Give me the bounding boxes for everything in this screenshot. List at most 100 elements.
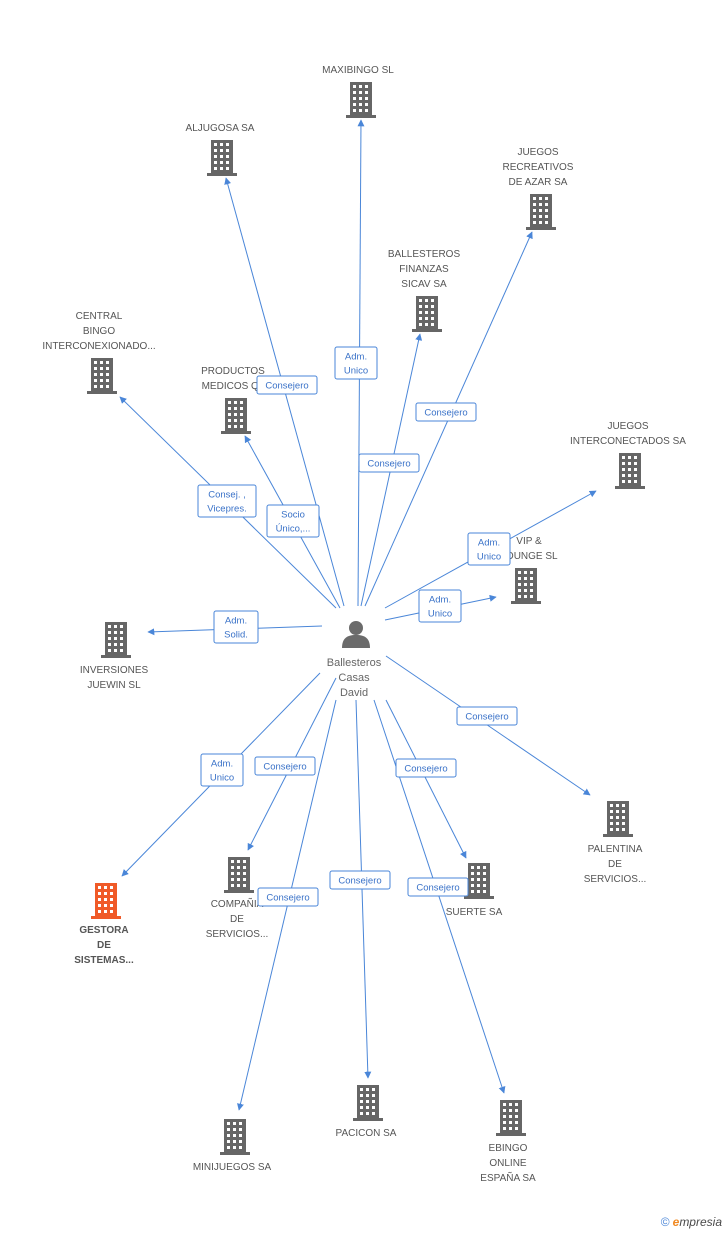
company-name: PRODUCTOS — [201, 366, 265, 377]
relation-label-maxibingo[interactable]: Adm. Unico — [334, 346, 378, 380]
relation-label-box — [329, 870, 391, 890]
company-node-productos-medicos[interactable]: PRODUCTOS MEDICOS Q8 — [201, 366, 265, 434]
relation-label-text: Consejero — [424, 408, 467, 419]
company-name: LOUNGE SL — [500, 551, 558, 562]
relation-label-box — [256, 375, 318, 395]
relation-label-text: Adm. — [429, 595, 451, 606]
relation-label-box — [456, 706, 518, 726]
relation-label-juegos-interconectados[interactable]: Adm.Unico — [467, 532, 511, 566]
person-name: Casas — [338, 672, 370, 684]
company-node-compania[interactable]: COMPAÑIADESERVICIOS... — [206, 857, 269, 940]
company-name: SERVICIOS... — [584, 874, 647, 885]
relation-label-vip-lounge[interactable]: Adm. Unico — [418, 589, 462, 623]
company-name: DE — [230, 914, 244, 925]
relation-label-text: Consejero — [404, 764, 447, 775]
relation-label-productos-medicos[interactable]: SocioÚnico,... — [266, 504, 320, 538]
relation-label-text: Consejero — [465, 712, 508, 723]
company-node-pacicon[interactable]: PACICON SA — [336, 1085, 397, 1139]
relation-edge-suerte — [385, 699, 467, 859]
building-icon — [353, 1085, 383, 1121]
building-icon — [526, 194, 556, 230]
relation-label-box — [197, 484, 257, 518]
company-node-aljugosa[interactable]: ALJUGOSA SA — [186, 123, 255, 176]
company-node-central-bingo[interactable]: CENTRAL BINGO INTERCONEXIONADO... — [42, 311, 156, 394]
company-node-suerte[interactable]: SUERTE SA — [446, 863, 503, 918]
building-icon — [603, 801, 633, 837]
relation-label-box — [254, 756, 316, 776]
building-icon — [346, 82, 376, 118]
relation-label-juegos-recreativos[interactable]: Consejero — [415, 402, 477, 422]
person-name: Ballesteros — [327, 657, 382, 669]
company-name: BINGO — [83, 326, 115, 337]
building-icon — [221, 398, 251, 434]
company-node-maxibingo[interactable]: MAXIBINGO SL — [322, 65, 394, 118]
relation-label-text: Unico — [428, 609, 452, 620]
company-name: PALENTINA — [588, 844, 643, 855]
building-icon — [91, 883, 121, 919]
relation-label-suerte[interactable]: Consejero — [395, 758, 457, 778]
relation-label-inversiones-juewin[interactable]: Adm.Solid. — [213, 610, 259, 644]
relation-label-gestora[interactable]: Adm.Unico — [200, 753, 244, 787]
company-name: PACICON SA — [336, 1128, 397, 1139]
relation-label-ballesteros-finanzas[interactable]: Consejero — [358, 453, 420, 473]
relation-label-box — [213, 610, 259, 644]
relation-label-text: Adm. — [211, 759, 233, 770]
relation-label-text: Solid. — [224, 630, 248, 641]
company-name: MEDICOS Q8 — [202, 381, 265, 392]
relation-label-box — [415, 402, 477, 422]
relation-label-box — [334, 346, 378, 380]
building-icon — [511, 568, 541, 604]
company-name: GESTORA — [79, 925, 128, 936]
company-name: ALJUGOSA SA — [186, 123, 255, 134]
building-icon — [224, 857, 254, 893]
company-name: SUERTE SA — [446, 907, 503, 918]
building-icon — [615, 453, 645, 489]
relation-label-aljugosa[interactable]: Consejero — [256, 375, 318, 395]
company-name: VIP & — [516, 536, 542, 547]
company-name: INTERCONECTADOS SA — [570, 436, 686, 447]
relation-label-box — [200, 753, 244, 787]
person-name: David — [340, 687, 368, 699]
company-node-vip-lounge[interactable]: VIP & LOUNGE SL — [500, 536, 558, 604]
company-node-gestora[interactable]: GESTORADESISTEMAS... — [74, 883, 134, 966]
company-name: SICAV SA — [401, 279, 447, 290]
footer-brand: ©empresia — [661, 1215, 722, 1229]
company-node-minijuegos[interactable]: MINIJUEGOS SA — [193, 1119, 272, 1173]
company-name: FINANZAS — [399, 264, 449, 275]
company-name: INTERCONEXIONADO... — [42, 341, 155, 352]
relation-label-text: Único,... — [276, 524, 311, 535]
relation-label-box — [395, 758, 457, 778]
relation-label-text: Consejero — [265, 381, 308, 392]
relation-label-text: Socio — [281, 510, 305, 521]
company-name: DE — [97, 940, 111, 951]
relation-label-minijuegos[interactable]: Consejero — [257, 887, 319, 907]
building-icon — [220, 1119, 250, 1155]
relation-label-palentina[interactable]: Consejero — [456, 706, 518, 726]
company-name: ESPAÑA SA — [480, 1171, 536, 1184]
relation-label-central-bingo[interactable]: Consej. ,Vicepres. — [197, 484, 257, 518]
company-name: DE AZAR SA — [509, 177, 568, 188]
relation-label-ebingo[interactable]: Consejero — [407, 877, 469, 897]
empresia-logo: empresia — [672, 1215, 722, 1229]
relation-label-pacicon[interactable]: Consejero — [329, 870, 391, 890]
relation-label-compania[interactable]: Consejero — [254, 756, 316, 776]
building-icon — [412, 296, 442, 332]
company-name: CENTRAL — [76, 311, 123, 322]
person-icon — [342, 621, 370, 648]
relation-label-text: Consejero — [416, 883, 459, 894]
building-icon — [464, 863, 494, 899]
relation-label-text: Adm. — [345, 352, 367, 363]
relation-label-text: Vicepres. — [207, 504, 246, 515]
relation-label-text: Unico — [344, 366, 368, 377]
company-name: COMPAÑIA — [211, 897, 264, 910]
company-node-palentina[interactable]: PALENTINADESERVICIOS... — [584, 801, 647, 885]
company-name: MAXIBINGO SL — [322, 65, 394, 76]
relation-label-box — [467, 532, 511, 566]
relation-label-box — [418, 589, 462, 623]
